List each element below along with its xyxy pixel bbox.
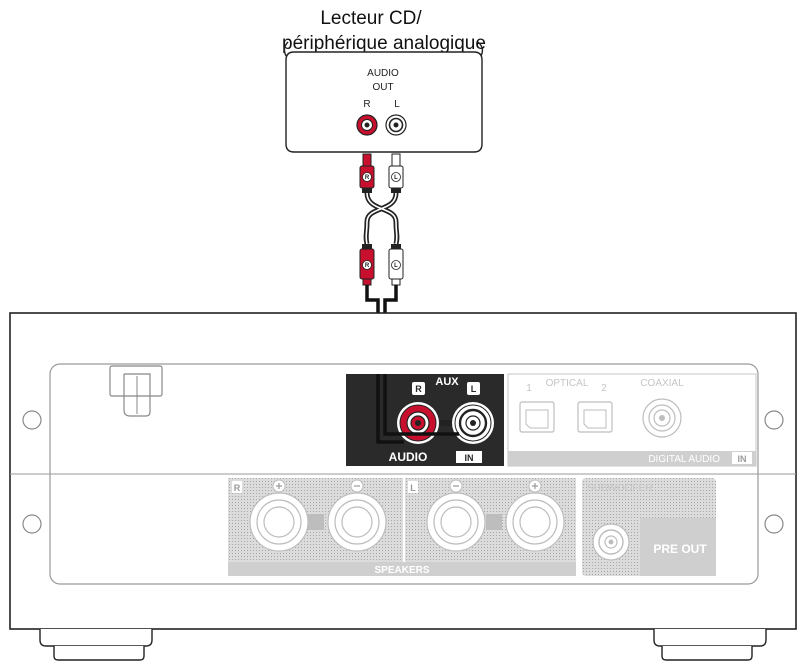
aux-l-badge	[467, 382, 480, 395]
pre-out-label: PRE OUT	[653, 542, 707, 556]
jack-l-label: L	[394, 99, 400, 110]
foot-left	[39, 629, 153, 661]
speaker-l-letter: L	[410, 483, 416, 493]
audio-out-label-line2: OUT	[372, 82, 393, 93]
speaker-terminal-r-minus[interactable]	[327, 479, 387, 552]
screw-right-bottom	[764, 514, 784, 534]
bottom-plug-r-letter: R	[365, 263, 370, 269]
jack-r-label: R	[363, 99, 370, 110]
screw-right-top	[764, 410, 784, 430]
source-device-title-line1: Lecteur CD/	[320, 8, 422, 29]
screw-left-top	[22, 410, 42, 430]
speaker-r-badge	[232, 481, 242, 493]
speakers-label: SPEAKERS	[374, 565, 429, 576]
amplifier: R AUX L AUDIO IN	[9, 312, 797, 661]
top-plug-r: R	[359, 153, 375, 193]
foot-right	[653, 629, 767, 661]
top-plug-l-letter: L	[394, 175, 398, 181]
source-device-box	[285, 51, 483, 153]
title-bracket	[283, 41, 484, 57]
subwoofer-preout-panel: SUBWOOFER PRE OUT	[582, 478, 716, 576]
digital-audio-panel: 1 OPTICAL 2 COAXIAL DIGITAL AUDIO IN	[507, 373, 757, 467]
screw-left-bottom	[22, 514, 42, 534]
aux-r-letter: R	[415, 384, 422, 394]
speaker-terminal-l-plus[interactable]	[505, 479, 565, 552]
aux-l-letter: L	[471, 384, 477, 394]
cable-twist	[364, 192, 399, 223]
coaxial-label: COAXIAL	[640, 378, 684, 389]
digital-audio-label: DIGITAL AUDIO	[648, 454, 720, 465]
speaker-terminal-l-minus[interactable]	[426, 479, 486, 552]
bottom-plug-l-letter: L	[394, 263, 398, 269]
speakers-panel: SPEAKERS R L	[228, 478, 576, 576]
speaker-terminal-r-plus[interactable]	[249, 479, 309, 552]
audio-in-badge-text: IN	[465, 453, 474, 463]
aux-jack-l[interactable]	[452, 402, 494, 444]
speaker-r-letter: R	[234, 483, 241, 493]
bottom-plug-l: L	[388, 244, 404, 286]
power-inlet	[109, 365, 163, 417]
speaker-l-badge	[408, 481, 418, 493]
top-plug-r-letter: R	[365, 175, 370, 181]
aux-r-badge	[412, 382, 425, 395]
digital-in-badge-text: IN	[738, 454, 747, 464]
coaxial-jack[interactable]	[642, 398, 682, 438]
bottom-plug-r: R	[359, 244, 375, 286]
optical-port-2[interactable]	[577, 401, 613, 433]
subwoofer-label: SUBWOOFER	[587, 483, 653, 494]
audio-out-label-line1: AUDIO	[367, 68, 399, 79]
subwoofer-jack[interactable]	[592, 523, 630, 561]
aux-input-panel: R AUX L AUDIO IN	[346, 374, 504, 466]
output-jack-r	[356, 114, 378, 136]
top-plug-l: L	[388, 153, 404, 193]
source-device-title-line2: périphérique analogique	[282, 33, 486, 54]
output-jack-l	[385, 114, 407, 136]
audio-label: AUDIO	[389, 450, 428, 464]
optical-label: OPTICAL	[546, 378, 589, 389]
optical-port-1[interactable]	[519, 401, 555, 433]
source-device: Lecteur CD/ périphérique analogique AUDI…	[282, 8, 486, 153]
aux-label: AUX	[435, 376, 459, 388]
aux-jack-r[interactable]	[397, 402, 439, 444]
audio-in-badge	[456, 451, 482, 463]
optical-1-label: 1	[526, 383, 532, 394]
optical-2-label: 2	[601, 383, 607, 394]
digital-in-badge	[732, 452, 752, 464]
